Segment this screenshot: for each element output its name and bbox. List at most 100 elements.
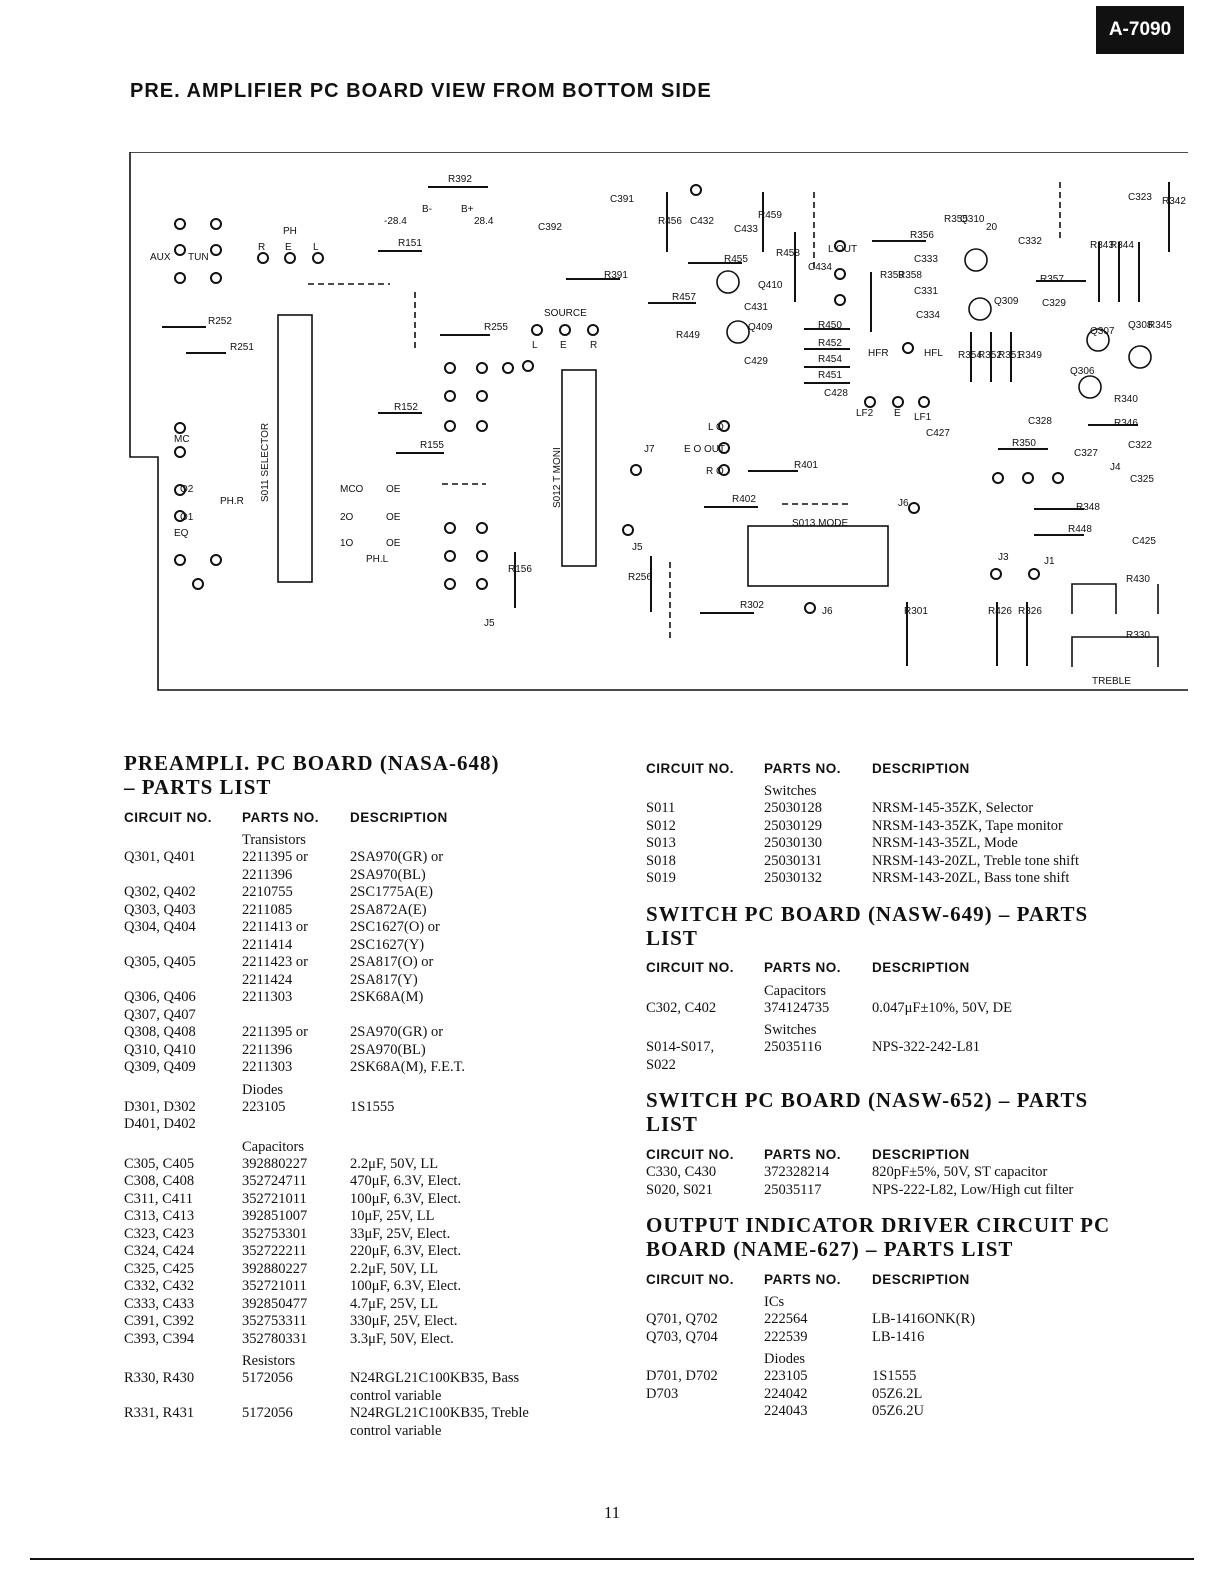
svg-text:C434: C434 xyxy=(808,262,832,273)
svg-text:R456: R456 xyxy=(658,216,682,227)
circuit-no-cell: Q303, Q403 xyxy=(124,901,196,918)
svg-text:R458: R458 xyxy=(776,248,800,259)
header-circuit-no: CIRCUIT NO. xyxy=(646,1271,734,1287)
description-cell: 2SK68A(M), F.E.T. xyxy=(350,1059,465,1075)
description-cell: NRSM-143-20ZL, Treble tone shift xyxy=(872,852,1080,869)
svg-text:R302: R302 xyxy=(740,600,764,611)
svg-text:O2: O2 xyxy=(180,484,194,495)
parts-no-cell: 25030130 xyxy=(764,835,822,851)
svg-text:R: R xyxy=(590,340,597,351)
svg-text:R252: R252 xyxy=(208,316,232,327)
svg-text:R152: R152 xyxy=(394,402,418,413)
output-column-headers: CIRCUIT NO. PARTS NO. DESCRIPTION xyxy=(646,1269,1136,1289)
svg-text:R340: R340 xyxy=(1114,394,1138,405)
circuit-no-cell: S013 xyxy=(646,835,676,851)
svg-text:B-: B- xyxy=(422,204,432,215)
description-cell: NPS-322-242-L81 xyxy=(872,1039,980,1055)
sw649-title-line2: LIST xyxy=(646,925,698,950)
circuit-no-cell: Q701, Q702 xyxy=(646,1311,718,1327)
description-cell: 220μF, 6.3V, Elect. xyxy=(350,1243,462,1259)
bottom-rule xyxy=(30,1558,1194,1560)
svg-text:R343: R343 xyxy=(1090,240,1114,251)
svg-text:Q309: Q309 xyxy=(994,296,1019,307)
sw652-column-headers: CIRCUIT NO. PARTS NO. DESCRIPTION xyxy=(646,1144,1136,1164)
header-description: DESCRIPTION xyxy=(872,1271,970,1287)
parts-no-cell: 25035117 xyxy=(764,1181,822,1198)
svg-text:L: L xyxy=(532,340,538,351)
svg-text:R391: R391 xyxy=(604,270,628,281)
svg-text:C431: C431 xyxy=(744,302,768,313)
svg-text:PH: PH xyxy=(283,226,297,237)
header-description: DESCRIPTION xyxy=(872,760,970,776)
header-parts-no: PARTS NO. xyxy=(242,809,320,825)
group-label: Diodes xyxy=(242,1081,284,1098)
svg-text:C392: C392 xyxy=(538,222,562,233)
circuit-no-cell: C333, C433 xyxy=(124,1295,195,1312)
svg-text:HFL: HFL xyxy=(924,348,943,359)
svg-text:R430: R430 xyxy=(1126,574,1150,585)
description-cell: 33μF, 25V, Elect. xyxy=(350,1225,451,1242)
circuit-no-cell: Q703, Q704 xyxy=(646,1328,718,1345)
description-cell: 2.2μF, 50V, LL xyxy=(350,1260,439,1277)
description-cell: N24RGL21C100KB35, Treble control variabl… xyxy=(350,1405,529,1439)
svg-text:J6: J6 xyxy=(898,498,909,509)
svg-text:R: R xyxy=(258,242,265,253)
svg-text:LF2: LF2 xyxy=(856,408,874,419)
svg-text:E O OUT: E O OUT xyxy=(684,444,725,455)
svg-text:R348: R348 xyxy=(1076,502,1100,513)
header-circuit-no: CIRCUIT NO. xyxy=(646,760,734,776)
right-parts-column: CIRCUIT NO. PARTS NO. DESCRIPTION Switch… xyxy=(646,758,1136,1421)
svg-text:C425: C425 xyxy=(1132,536,1156,547)
svg-text:C428: C428 xyxy=(824,388,848,399)
description-cell: LB-1416 xyxy=(872,1328,925,1345)
parts-no-cell: 223105 xyxy=(764,1368,808,1384)
parts-no-cell: 352722211 xyxy=(242,1243,307,1259)
svg-text:R350: R350 xyxy=(1012,438,1036,449)
svg-text:Q409: Q409 xyxy=(748,322,773,333)
svg-text:S013 MODE: S013 MODE xyxy=(792,518,848,529)
svg-text:C332: C332 xyxy=(1018,236,1042,247)
model-badge: A-7090 xyxy=(1096,6,1184,54)
svg-text:20: 20 xyxy=(986,222,998,233)
svg-text:Q308: Q308 xyxy=(1128,320,1153,331)
parts-no-cell: 25030128 xyxy=(764,800,822,816)
svg-text:R345: R345 xyxy=(1148,320,1172,331)
description-cell: 100μF, 6.3V, Elect. xyxy=(350,1278,462,1294)
circuit-no-cell: C308, C408 xyxy=(124,1173,195,1189)
parts-no-cell: 2211395 or 2211396 xyxy=(242,849,308,883)
header-parts-no: PARTS NO. xyxy=(764,960,842,975)
svg-text:R352: R352 xyxy=(978,350,1002,361)
svg-text:E: E xyxy=(285,242,292,253)
parts-no-cell: 374124735 xyxy=(764,999,830,1016)
circuit-no-cell: Q306, Q406 Q307, Q407 xyxy=(124,989,196,1023)
circuit-no-cell: Q304, Q404 xyxy=(124,919,196,935)
parts-no-cell: 2211395 or 2211396 xyxy=(242,1024,308,1058)
svg-text:1O: 1O xyxy=(340,538,354,549)
circuit-no-cell: Q302, Q402 xyxy=(124,884,196,900)
svg-text:L: L xyxy=(313,242,319,253)
svg-text:R255: R255 xyxy=(484,322,508,333)
description-cell: 1S1555 xyxy=(350,1098,395,1115)
svg-text:R301: R301 xyxy=(904,606,928,617)
svg-text:LF1: LF1 xyxy=(914,412,932,423)
svg-text:R452: R452 xyxy=(818,338,842,349)
